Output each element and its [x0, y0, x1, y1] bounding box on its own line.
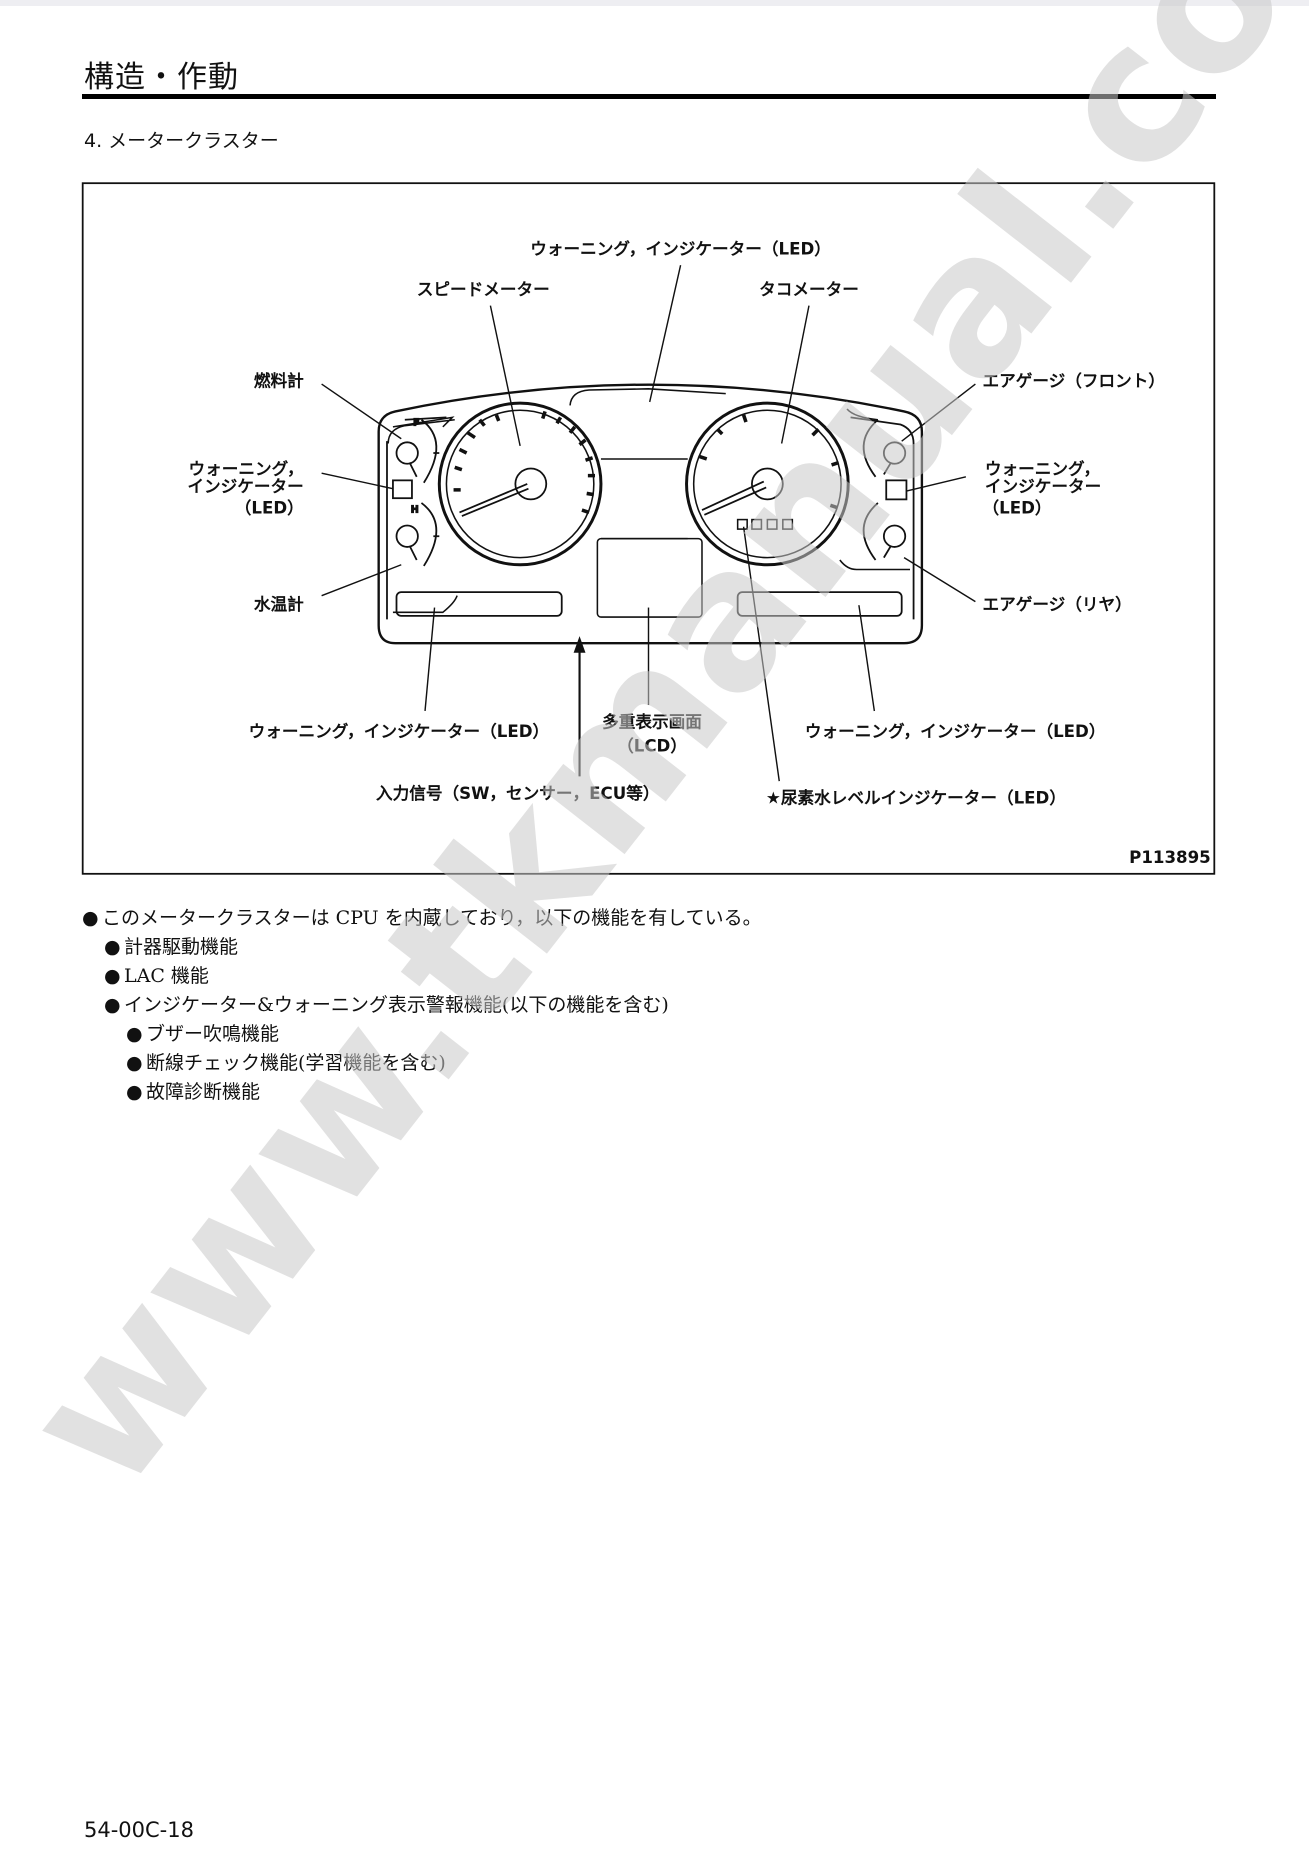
label-left-warning: ウォーニング，: [189, 458, 304, 478]
bullet-icon: ●: [126, 1081, 143, 1103]
label-right-warning-line2: インジケーター: [985, 477, 1101, 496]
right-warning-led: [885, 479, 908, 501]
list-item-text: 断線チェック機能(学習機能を含む): [146, 1052, 446, 1074]
list-item-text: ブザー吹鳴機能: [146, 1023, 280, 1045]
figure-frame: [81, 182, 1216, 875]
label-left-warning-line2: インジケーター: [187, 477, 303, 496]
feature-list: ●このメータークラスターは CPU を内蔵しており，以下の機能を有している。 ●…: [82, 904, 762, 1107]
fuel-full-mark: F: [413, 418, 420, 429]
label-speedometer: スピードメーター: [417, 280, 550, 299]
top-bar: [0, 0, 1309, 6]
list-item: ●ブザー吹鳴機能: [82, 1020, 762, 1049]
bullet-icon: ●: [104, 936, 121, 958]
label-right-warning-line3: （LED）: [983, 498, 1052, 518]
title-rule: [82, 94, 1216, 99]
label-fuel-gauge: 燃料計: [254, 370, 304, 390]
list-item: ●このメータークラスターは CPU を内蔵しており，以下の機能を有している。: [82, 904, 762, 933]
label-air-gauge-front: エアゲージ（フロント）: [983, 370, 1166, 390]
list-item: ●LAC 機能: [82, 962, 762, 991]
water-temp-gauge: [395, 502, 440, 567]
list-item: ●インジケーター&ウォーニング表示警報機能(以下の機能を含む): [82, 991, 762, 1020]
page-title: 構造・作動: [84, 60, 239, 95]
list-item-text: 計器駆動機能: [124, 936, 239, 958]
bullet-icon: ●: [104, 994, 121, 1016]
lcd-display: [596, 537, 703, 618]
list-item: ●計器駆動機能: [82, 933, 762, 962]
label-air-gauge-rear: エアゲージ（リヤ）: [983, 594, 1132, 614]
label-urea-indicator: ★尿素水レベルインジケーター（LED）: [766, 788, 1066, 808]
page-number: 54-00C-18: [84, 1818, 194, 1842]
list-item-text: 故障診断機能: [146, 1081, 261, 1103]
air-gauge-front: [862, 419, 907, 478]
temp-hot-mark: H: [411, 504, 419, 515]
figure-id: P113895: [1129, 848, 1211, 867]
list-item: ●故障診断機能: [82, 1078, 762, 1107]
label-bottom-right-warning: ウォーニング，インジケーター（LED）: [805, 721, 1106, 741]
left-warning-led: [392, 479, 413, 500]
air-gauge-rear: [862, 502, 907, 561]
list-item: ●断線チェック機能(学習機能を含む): [82, 1049, 762, 1078]
input-arrow-head: [573, 636, 586, 653]
label-left-warning-line3: （LED）: [235, 498, 304, 518]
right-led-bar: [736, 591, 903, 617]
tachometer: [685, 401, 850, 567]
list-item-text: LAC 機能: [124, 965, 209, 987]
label-lcd-line2: （LCD）: [617, 735, 687, 755]
urea-level-indicator: [736, 518, 794, 530]
bullet-icon: ●: [126, 1052, 143, 1074]
fuel-gauge: [395, 419, 440, 484]
bullet-icon: ●: [104, 965, 121, 987]
label-water-temp: 水温計: [254, 594, 304, 614]
label-input-signal: 入力信号（SW，センサー，ECU等）: [376, 783, 660, 803]
label-top-warning: ウォーニング，インジケーター（LED）: [530, 239, 831, 259]
section-heading: 4. メータークラスター: [84, 130, 279, 152]
top-indicator-panel: [569, 388, 726, 406]
cluster-outline: [377, 383, 924, 645]
meter-cluster-diagram: F H ウォーニング，インジケーター（LED） スピードメーター タコメーター …: [81, 182, 1216, 875]
bullet-icon: ●: [126, 1023, 143, 1045]
label-lcd: 多重表示画面: [602, 712, 702, 732]
meter-cluster-figure: F H ウォーニング，インジケーター（LED） スピードメーター タコメーター …: [81, 182, 1216, 875]
list-item-text: このメータークラスターは CPU を内蔵しており，以下の機能を有している。: [102, 907, 762, 929]
label-bottom-left-warning: ウォーニング，インジケーター（LED）: [249, 721, 550, 741]
speedometer: [437, 401, 603, 567]
label-tachometer: タコメーター: [759, 280, 859, 299]
left-led-bar: [395, 591, 563, 617]
leader-lines: [321, 265, 976, 782]
list-item-text: インジケーター&ウォーニング表示警報機能(以下の機能を含む): [124, 994, 669, 1016]
label-right-warning: ウォーニング，: [985, 458, 1100, 478]
bullet-icon: ●: [82, 907, 99, 929]
